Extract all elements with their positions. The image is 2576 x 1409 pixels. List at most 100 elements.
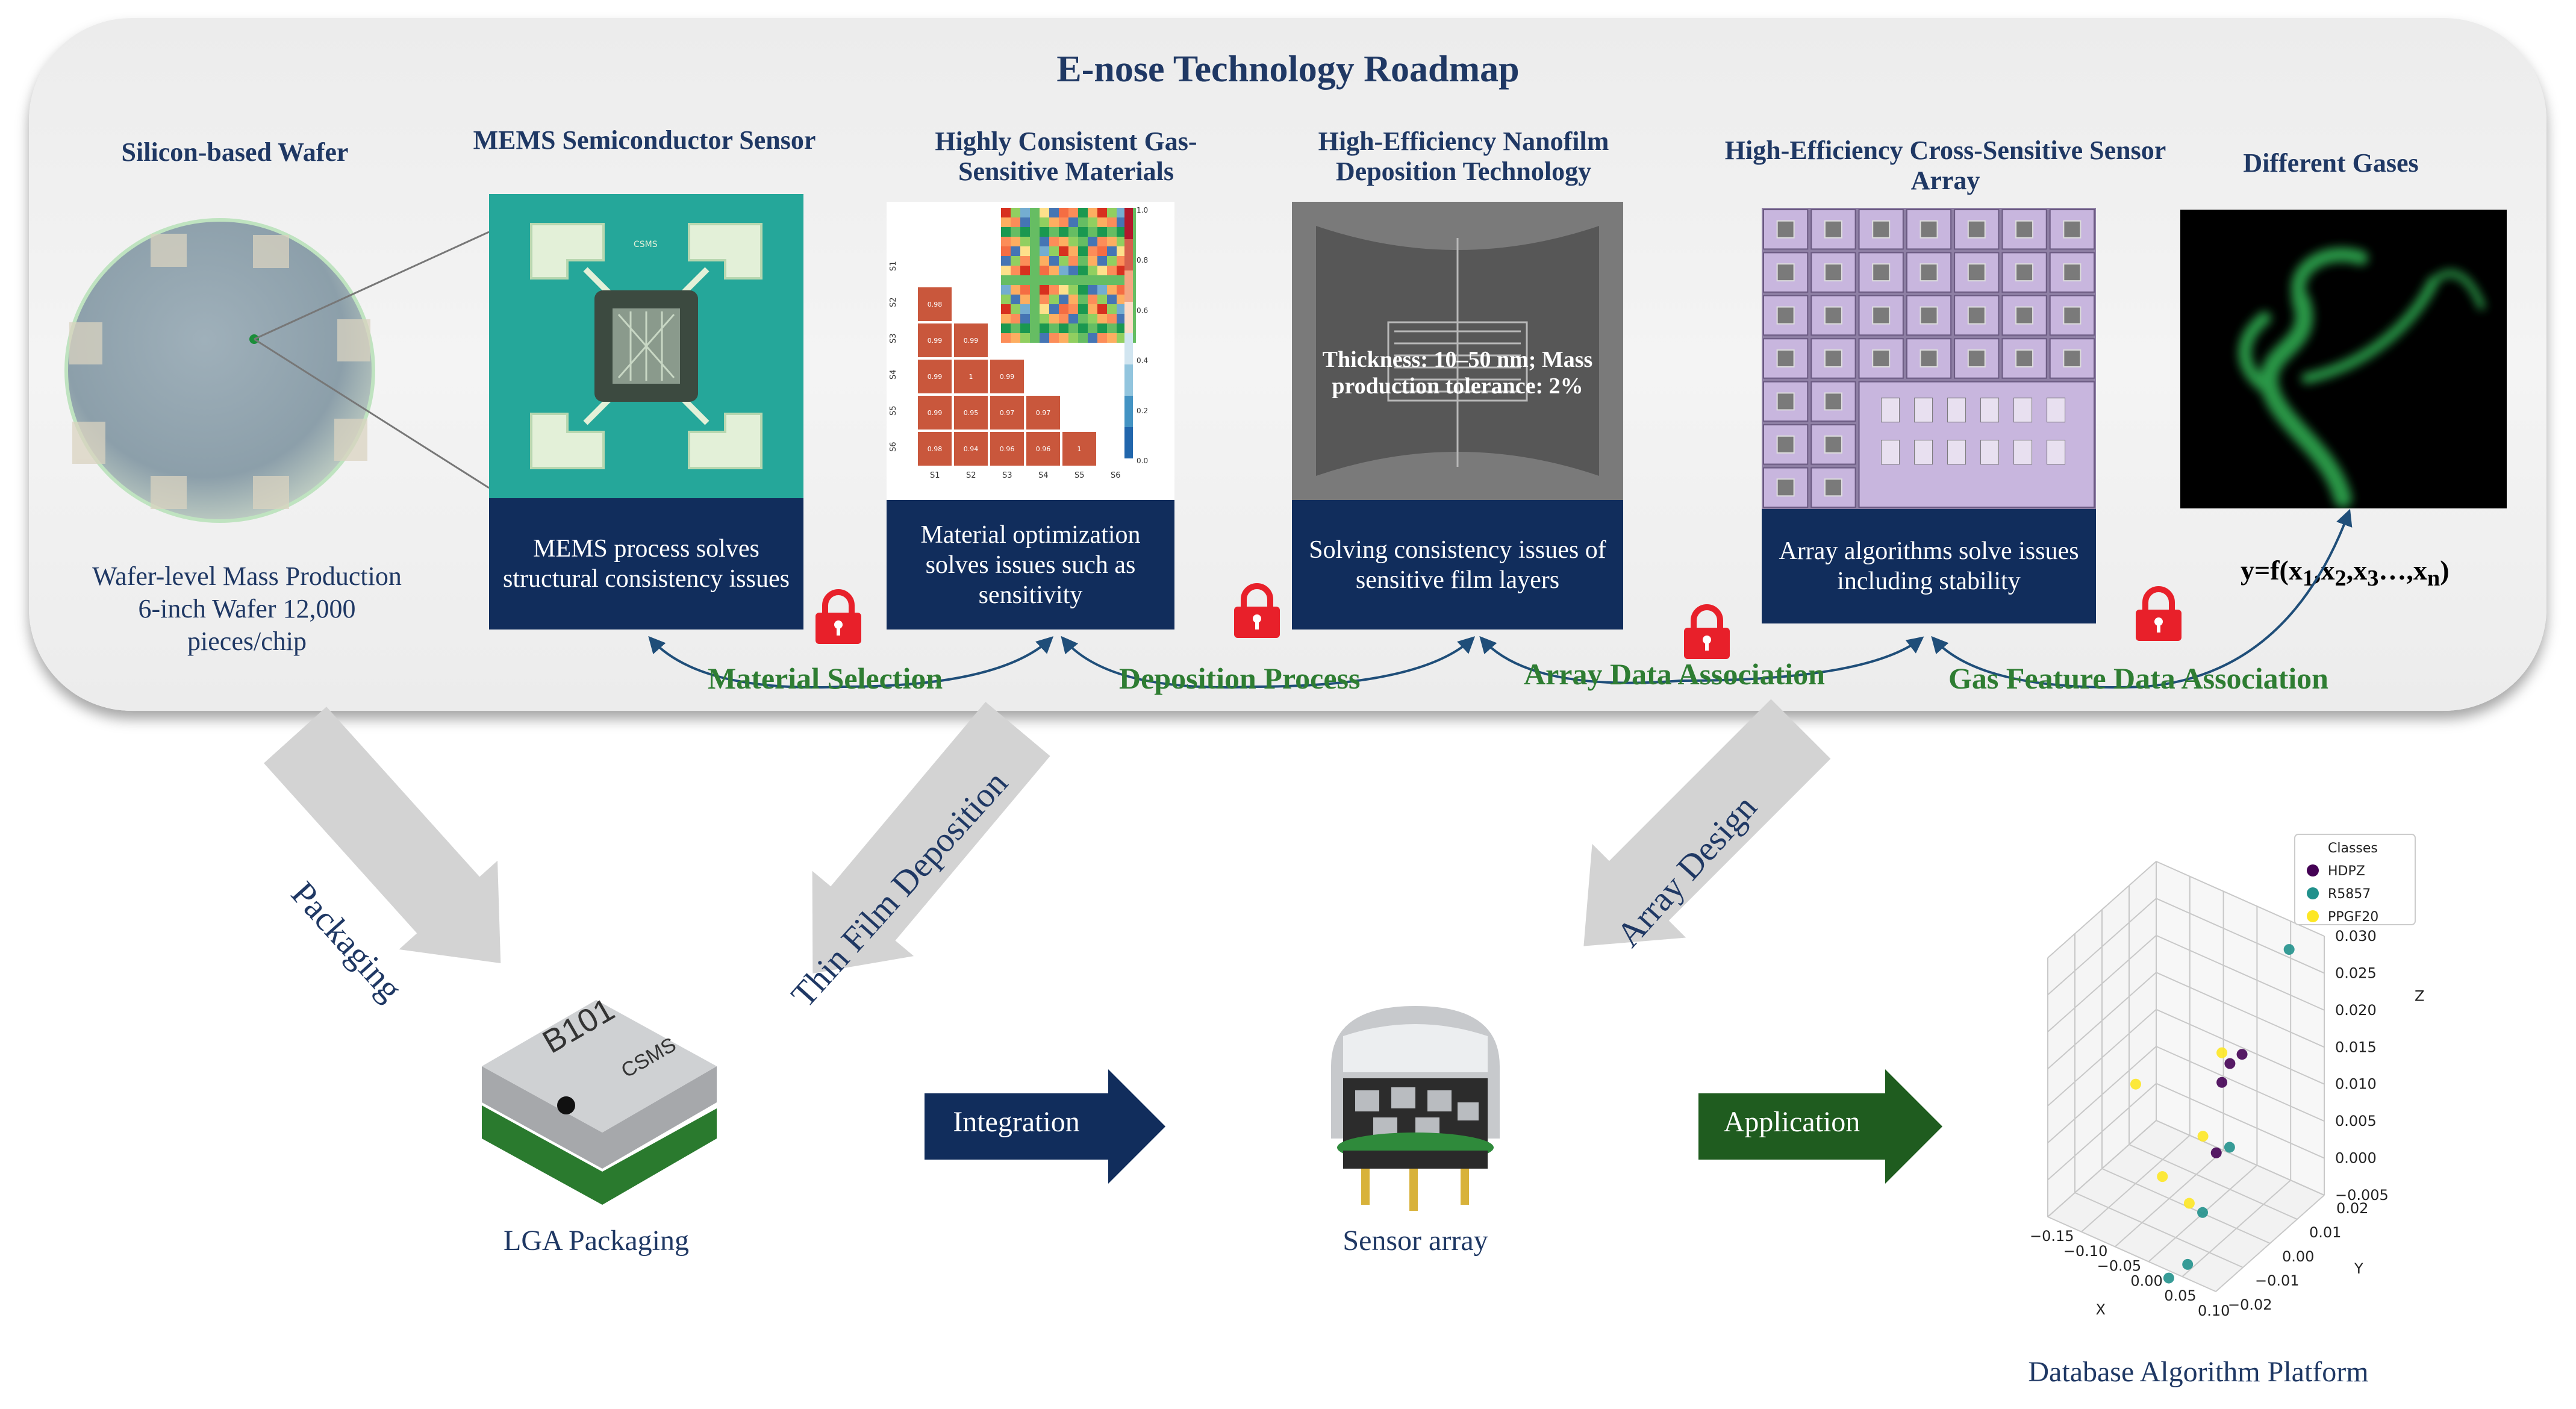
heatmap-inset-cell xyxy=(1011,295,1020,304)
array-cell-die xyxy=(1776,263,1795,282)
heatmap-inset-cell xyxy=(1049,295,1059,304)
z-tick-label: 0.000 xyxy=(2335,1150,2377,1167)
wafer-caption-line1: Wafer-level Mass Production xyxy=(92,561,402,591)
heatmap-inset-cell xyxy=(1088,217,1097,227)
heatmap-inset-cell xyxy=(1059,227,1068,237)
heatmap-inset-cell xyxy=(1078,237,1088,246)
heatmap-cell xyxy=(918,432,952,466)
heatmap-inset-cell xyxy=(1107,217,1117,227)
col-title-gases: Different Gases xyxy=(2243,148,2419,178)
wafer-caption: Wafer-level Mass Production 6-inch Wafer… xyxy=(60,560,434,658)
heatmap-inset-cell xyxy=(1040,217,1049,227)
heatmap-inset-cell xyxy=(1040,246,1049,256)
heatmap-inset-cell xyxy=(1040,304,1049,314)
heatmap-row-label: S3 xyxy=(889,333,898,343)
heatmap-inset-cell xyxy=(1001,208,1011,217)
colorbar-segment xyxy=(1124,427,1133,458)
scatter-point xyxy=(2130,1078,2141,1090)
colorbar-tick: 0.2 xyxy=(1137,407,1148,415)
array-cell-die xyxy=(1920,220,1938,239)
array-cell-die xyxy=(1776,478,1795,497)
heatmap-inset-cell xyxy=(1097,208,1107,217)
heatmap-row-label: S5 xyxy=(889,405,898,416)
heatmap-inset-cell xyxy=(1059,323,1068,333)
heatmap-inset-cell xyxy=(1049,333,1059,343)
heatmap-cell-value: 0.99 xyxy=(1000,373,1015,381)
heatmap-inset-cell xyxy=(1078,304,1088,314)
mems-chip-mark: CSMS xyxy=(634,240,658,249)
heatmap-inset-cell xyxy=(1001,256,1011,266)
scatter-grid-line xyxy=(2047,1120,2157,1217)
heatmap-inset-cell xyxy=(1030,333,1040,343)
heatmap-cell xyxy=(1062,432,1096,466)
heatmap-inset-cell xyxy=(1107,227,1117,237)
colorbar-segment xyxy=(1124,364,1133,396)
heatmap-inset-cell xyxy=(1049,237,1059,246)
heatmap-inset-cell xyxy=(1020,314,1030,323)
packaging-arrow xyxy=(263,707,516,973)
legend-title: Classes xyxy=(2328,841,2378,856)
heatmap-inset-cell xyxy=(1040,227,1049,237)
heatmap-inset-cell xyxy=(1107,256,1117,266)
heatmap-cell xyxy=(954,432,988,466)
array-cell-die xyxy=(1776,220,1795,239)
array-circuit-element xyxy=(2047,440,2066,465)
heatmap-inset-cell xyxy=(1088,314,1097,323)
heatmap-inset-cell xyxy=(1059,285,1068,295)
scatter-3d-chart: −0.15−0.10−0.050.000.050.10−0.02−0.010.0… xyxy=(2030,834,2424,1319)
z-tick-label: 0.030 xyxy=(2335,928,2377,945)
array-cell-die xyxy=(1776,306,1795,325)
heatmap-cell-value: 0.96 xyxy=(1036,445,1051,453)
col-title-nanofilm: High-Efficiency Nanofilm Deposition Tech… xyxy=(1318,127,1609,186)
heatmap-inset-cell xyxy=(1068,295,1078,304)
heatmap-inset-cell xyxy=(1040,275,1049,285)
array-design-arrow xyxy=(1571,699,1831,959)
heatmap-row-label: S1 xyxy=(889,261,898,271)
heatmap-inset-cell xyxy=(1001,217,1011,227)
integration-label: Integration xyxy=(953,1106,1080,1138)
heatmap-inset-cell xyxy=(1078,333,1088,343)
legend-box xyxy=(2294,834,2416,925)
heatmap-inset-cell xyxy=(1078,285,1088,295)
mems-sensor-image: CSMS xyxy=(489,194,803,498)
heatmap-inset-cell xyxy=(1049,314,1059,323)
scatter-grid-line xyxy=(2047,935,2157,1033)
heatmap-inset-cell xyxy=(1040,208,1049,217)
z-axis-label: Z xyxy=(2415,988,2424,1005)
database-label: Database Algorithm Platform xyxy=(2028,1356,2369,1388)
scatter-grid-line xyxy=(2074,1192,2244,1268)
heatmap-inset-cell xyxy=(1117,285,1126,295)
heatmap-inset-cell xyxy=(1059,266,1068,275)
z-tick-label: 0.020 xyxy=(2335,1002,2377,1019)
heatmap-inset-cell xyxy=(1030,295,1040,304)
heatmap-inset-cell xyxy=(1097,256,1107,266)
heatmap-inset-cell xyxy=(1030,285,1040,295)
heatmap-inset-cell xyxy=(1097,323,1107,333)
heatmap-cell xyxy=(954,323,988,357)
scatter-grid-line xyxy=(2156,898,2325,974)
mems-description-box: MEMS process solves structural consisten… xyxy=(489,498,803,630)
heatmap-col-label: S1 xyxy=(930,471,940,480)
heatmap-inset-cell xyxy=(1020,275,1030,285)
scatter-grid-line xyxy=(2047,1216,2216,1292)
heatmap-inset-cell xyxy=(1001,333,1011,343)
heatmap-inset-cell xyxy=(1001,227,1011,237)
heatmap-cell xyxy=(1026,432,1060,466)
y-tick-label: −0.02 xyxy=(2228,1296,2272,1313)
heatmap-inset-cell xyxy=(1049,217,1059,227)
array-cell-die xyxy=(1920,306,1938,325)
x-tick-label: −0.15 xyxy=(2030,1228,2074,1245)
x-tick-label: 0.00 xyxy=(2130,1272,2162,1289)
heatmap-inset-cell xyxy=(1059,217,1068,227)
heatmap-cell-value: 0.98 xyxy=(928,301,943,308)
heatmap-inset-cell xyxy=(1088,333,1097,343)
heatmap-inset-cell xyxy=(1059,333,1068,343)
col-title-mems: MEMS Semiconductor Sensor xyxy=(473,125,816,155)
heatmap-inset-cell xyxy=(1011,227,1020,237)
heatmap-inset-cell xyxy=(1030,217,1040,227)
heatmap-cell-value: 1 xyxy=(1077,445,1082,453)
heatmap-cell xyxy=(1026,396,1060,430)
scatter-point xyxy=(2210,1147,2222,1158)
scatter-grid-line xyxy=(2156,1046,2325,1122)
